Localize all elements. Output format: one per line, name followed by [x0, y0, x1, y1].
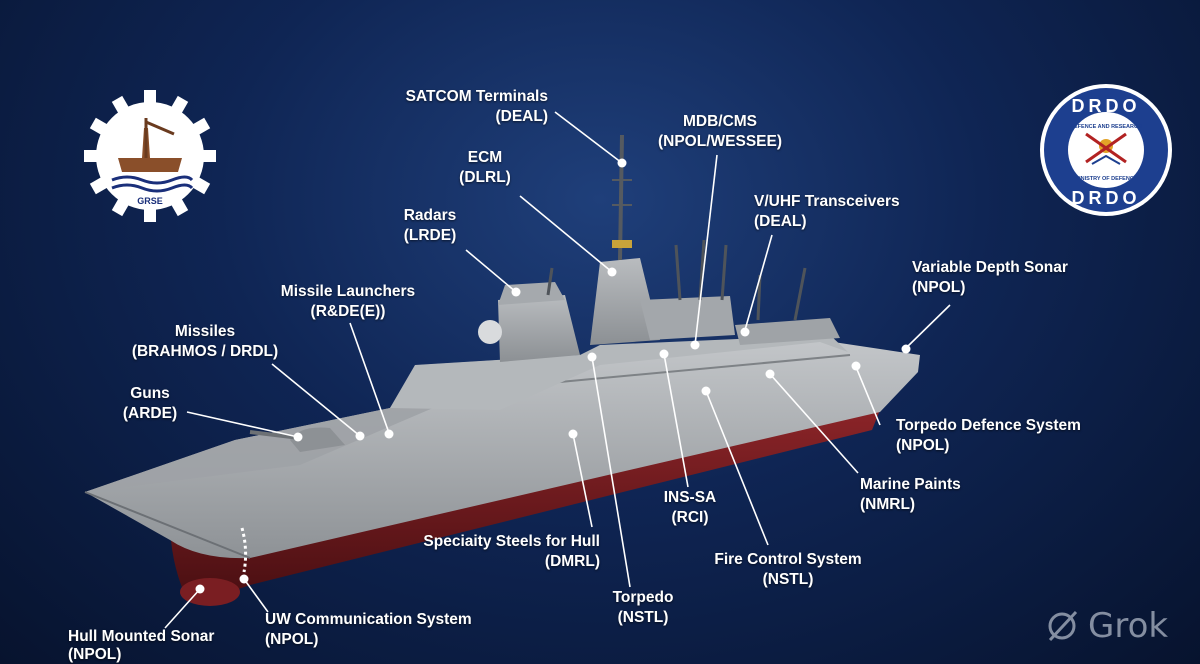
callout-inssa: INS-SA (RCI)	[655, 488, 725, 528]
superstructure	[390, 335, 848, 410]
callout-missiles-name: Missiles	[174, 323, 236, 340]
callout-launchers: Missile Launchers (R&DE(E))	[268, 282, 428, 322]
gun-turret	[290, 427, 345, 452]
marker-dots	[195, 158, 911, 594]
aft-block	[640, 296, 735, 340]
callout-vuhf: V/UHF Transceivers (DEAL)	[754, 192, 934, 232]
drdo-bottom-text: DRDO	[1072, 188, 1141, 208]
deck	[85, 405, 440, 492]
grok-label: Grok	[1088, 606, 1169, 646]
callout-vuhf-name: V/UHF Transceivers	[754, 193, 900, 210]
bridge-block	[498, 295, 580, 362]
main-hull	[85, 340, 920, 559]
callout-tds-name: Torpedo Defence System	[896, 417, 1081, 434]
callout-hms: Hull Mounted Sonar (NPOL)	[68, 628, 238, 664]
callout-radars: Radars (LRDE)	[385, 206, 475, 246]
callout-torpedo-org: (NSTL)	[617, 609, 669, 626]
grok-watermark: Grok	[1044, 604, 1194, 648]
callout-hms-name: Hull Mounted Sonar	[68, 628, 215, 645]
callout-torpedo: Torpedo (NSTL)	[600, 588, 686, 628]
callout-fcs-name: Fire Control System	[714, 551, 862, 568]
callout-mdb-org: (NPOL/WESSEE)	[657, 133, 782, 150]
main-mast	[618, 134, 624, 261]
callout-paints-name: Marine Paints	[860, 476, 961, 493]
callout-paints: Marine Paints (NMRL)	[860, 475, 980, 515]
callout-inssa-name: INS-SA	[663, 489, 717, 506]
callout-torpedo-name: Torpedo	[612, 589, 674, 606]
drdo-top-text: DRDO	[1072, 96, 1141, 116]
callout-missiles: Missiles (BRAHMOS / DRDL)	[120, 322, 290, 362]
callout-vuhf-org: (DEAL)	[754, 213, 807, 230]
grok-icon	[1048, 610, 1078, 642]
callout-tds: Torpedo Defence System (NPOL)	[896, 416, 1096, 456]
radar-dome	[478, 320, 502, 344]
callout-fcs: Fire Control System (NSTL)	[700, 550, 876, 590]
callout-ecm-org: (DLRL)	[459, 169, 511, 186]
callout-ecm: ECM (DLRL)	[440, 148, 530, 188]
callout-mdb: MDB/CMS (NPOL/WESSEE)	[640, 112, 800, 152]
callout-mdb-name: MDB/CMS	[682, 113, 758, 130]
callout-steels-org: (DMRL)	[544, 553, 600, 570]
callout-fcs-org: (NSTL)	[762, 571, 814, 588]
callout-missiles-org: (BRAHMOS / DRDL)	[131, 343, 279, 360]
drdo-ring-text-bottom: MINISTRY OF DEFENCE	[1075, 176, 1138, 182]
callout-uwcomm-name: UW Communication System	[265, 611, 472, 628]
callout-hms-org: (NPOL)	[68, 646, 122, 663]
drdo-ring-text: DEFENCE AND RESEARCH	[1070, 124, 1142, 130]
callout-guns-name: Guns	[130, 385, 170, 402]
callout-paints-org: (NMRL)	[860, 496, 916, 513]
callout-guns-org: (ARDE)	[122, 405, 178, 422]
callout-uwcomm: UW Communication System (NPOL)	[265, 610, 495, 650]
mast-tower	[590, 258, 660, 345]
drdo-logo: DRDO DRDO DEFENCE AND RESEARCH MINISTRY …	[1038, 82, 1174, 218]
grse-logo: GRSE	[82, 88, 218, 224]
callout-launchers-name: Missile Launchers	[280, 283, 416, 300]
callout-vds-name: Variable Depth Sonar	[912, 259, 1068, 276]
callout-guns: Guns (ARDE)	[110, 384, 190, 424]
callout-vds-org: (NPOL)	[912, 279, 966, 296]
callout-satcom-name: SATCOM Terminals	[405, 88, 548, 105]
callout-inssa-org: (RCI)	[671, 509, 709, 526]
callout-launchers-org: (R&DE(E))	[310, 303, 386, 320]
leader-lines	[164, 111, 951, 629]
callout-steels-name: Speciaity Steels for Hull	[423, 533, 600, 550]
callout-ecm-name: ECM	[467, 149, 503, 166]
callout-satcom: SATCOM Terminals (DEAL)	[360, 87, 548, 127]
callout-radars-name: Radars	[403, 207, 457, 224]
callout-satcom-org: (DEAL)	[495, 108, 548, 125]
grse-logo-text: GRSE	[137, 196, 163, 206]
hangar	[735, 318, 840, 345]
callout-steels: Speciaity Steels for Hull (DMRL)	[400, 532, 600, 572]
lower-hull	[170, 410, 880, 597]
sonar-dome	[180, 578, 240, 606]
callout-uwcomm-org: (NPOL)	[265, 631, 319, 648]
callout-vds: Variable Depth Sonar (NPOL)	[912, 258, 1102, 298]
callout-radars-org: (LRDE)	[403, 227, 457, 244]
callout-tds-org: (NPOL)	[896, 437, 950, 454]
